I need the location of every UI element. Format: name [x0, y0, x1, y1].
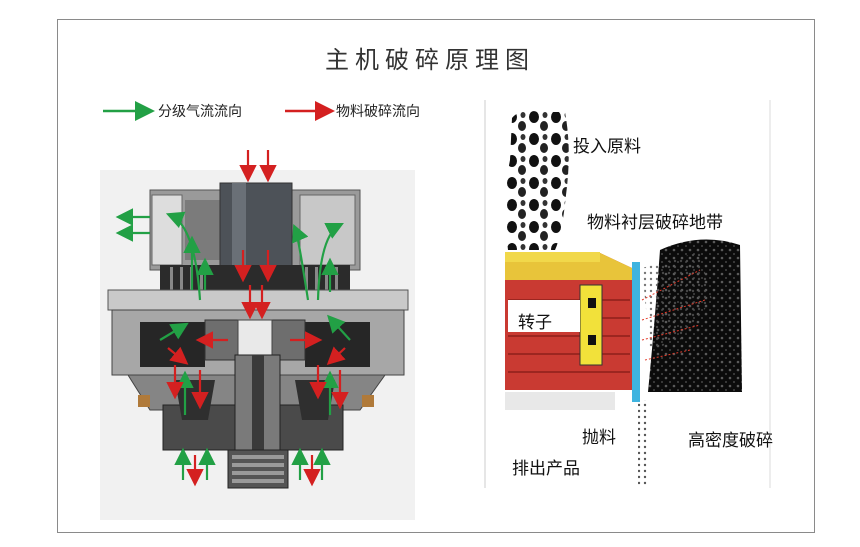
lining-zone-label: 物料衬层破碎地带 [587, 213, 723, 233]
crushing-principle-diagram [505, 110, 742, 485]
legend-green-label: 分级气流流向 [158, 104, 242, 120]
rotor-label: 转子 [518, 313, 552, 333]
material-arrows [166, 150, 349, 487]
feed-label: 投入原料 [573, 137, 641, 157]
throw-label: 抛料 [582, 428, 616, 448]
diagram-title: 主机破碎原理图 [325, 46, 535, 74]
discharge-label: 排出产品 [512, 459, 580, 479]
dense-crushing-label: 高密度破碎 [688, 431, 773, 451]
airflow-arrows [115, 208, 351, 480]
legend-red-label: 物料破碎流向 [336, 104, 420, 120]
crusher-cross-section [100, 170, 415, 520]
